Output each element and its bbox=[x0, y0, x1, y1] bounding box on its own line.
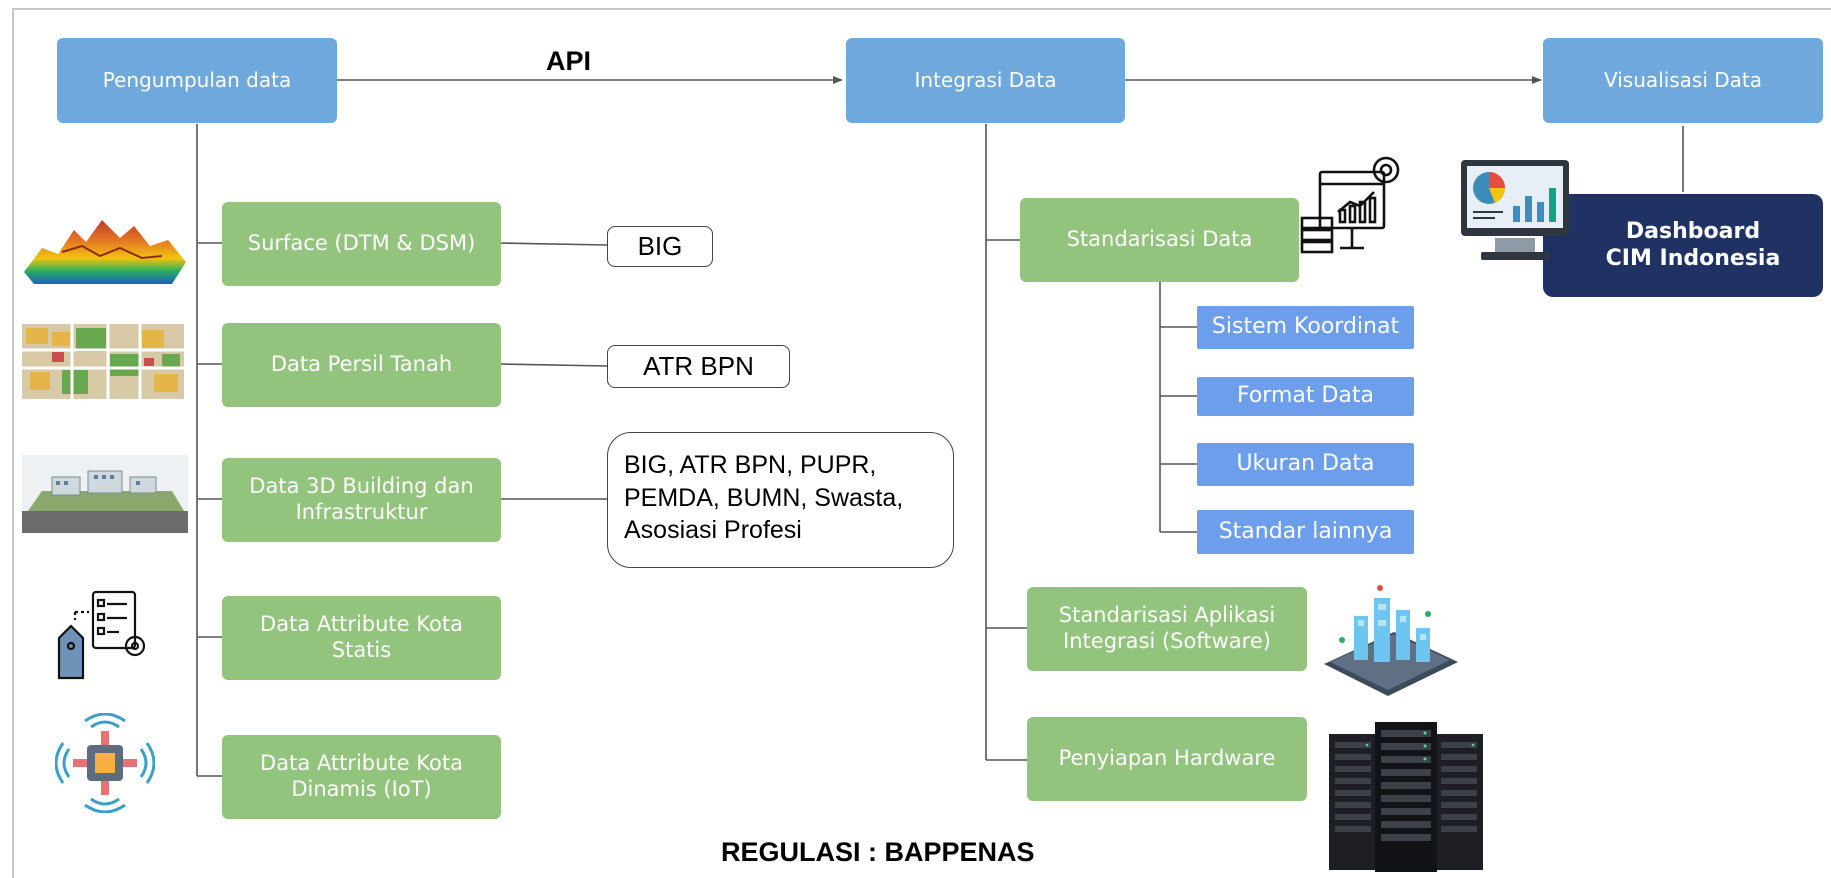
server-rack-icon bbox=[1329, 722, 1483, 872]
analytics-settings-icon bbox=[1300, 156, 1400, 254]
collection-item-3d-building: Data 3D Building dan Infrastruktur bbox=[222, 458, 501, 542]
collection-item-persil: Data Persil Tanah bbox=[222, 323, 501, 407]
terrain-3d-icon bbox=[24, 220, 186, 284]
integration-item-hardware: Penyiapan Hardware bbox=[1027, 717, 1307, 801]
standard-item-format: Format Data bbox=[1197, 377, 1414, 416]
iot-chip-icon bbox=[55, 713, 155, 813]
standard-item-coordinate: Sistem Koordinat bbox=[1197, 306, 1414, 349]
source-big: BIG bbox=[607, 226, 713, 267]
standard-item-other: Standar lainnya bbox=[1197, 510, 1414, 554]
source-atr-bpn: ATR BPN bbox=[607, 345, 790, 388]
api-label: API bbox=[546, 46, 592, 76]
collection-item-surface: Surface (DTM & DSM) bbox=[222, 202, 501, 286]
integration-item-software: Standarisasi Aplikasi Integrasi (Softwar… bbox=[1027, 587, 1307, 671]
integration-item-standard-data: Standarisasi Data bbox=[1020, 198, 1299, 282]
regulation-label: REGULASI : BAPPENAS bbox=[721, 837, 1035, 867]
source-multi: BIG, ATR BPN, PUPR, PEMDA, BUMN, Swasta,… bbox=[607, 432, 954, 568]
smart-city-icon bbox=[1324, 585, 1458, 696]
land-parcel-map-icon bbox=[22, 324, 184, 399]
persil-to-atr-line bbox=[499, 363, 608, 367]
collection-item-dynamic-iot: Data Attribute Kota Dinamis (IoT) bbox=[222, 735, 501, 819]
3d-building-model-icon bbox=[22, 455, 188, 533]
standard-item-size: Ukuran Data bbox=[1197, 443, 1414, 486]
dashboard-box: Dashboard CIM Indonesia bbox=[1543, 194, 1823, 297]
data-attribute-tag-icon bbox=[57, 590, 146, 680]
collect-box: Pengumpulan data bbox=[57, 38, 337, 123]
integrate-box: Integrasi Data bbox=[846, 38, 1125, 123]
monitor-chart-icon bbox=[1461, 160, 1569, 260]
surface-to-big-line bbox=[499, 242, 608, 246]
diagram-frame bbox=[12, 8, 1831, 878]
collection-item-static-attr: Data Attribute Kota Statis bbox=[222, 596, 501, 680]
visualize-box: Visualisasi Data bbox=[1543, 38, 1823, 123]
